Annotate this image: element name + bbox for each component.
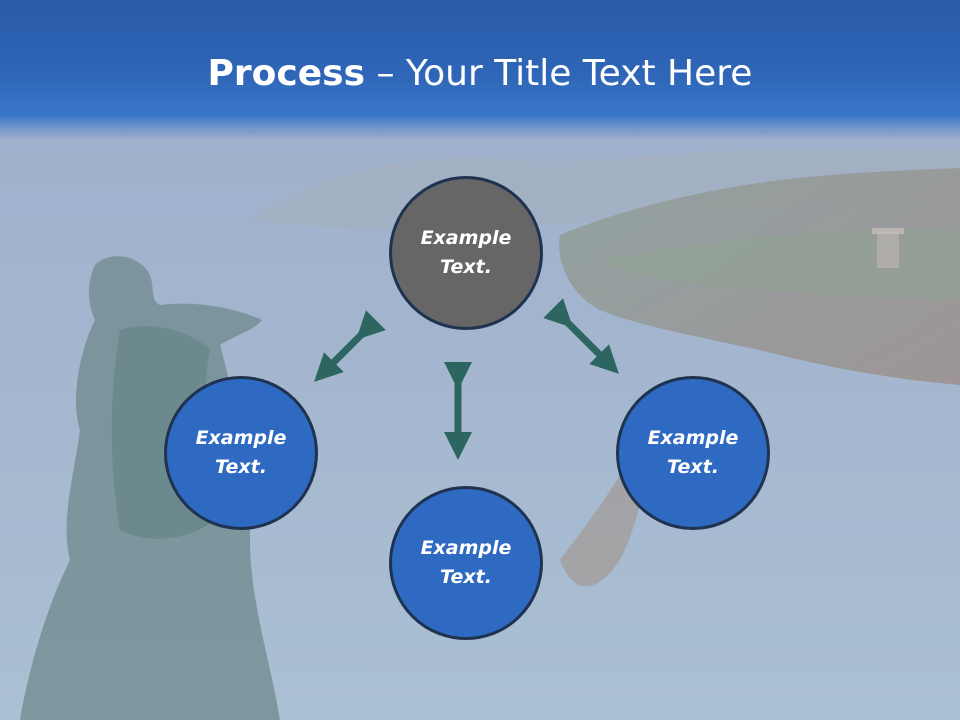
arrow-top-right	[543, 298, 619, 374]
process-node-left[interactable]: Example Text.	[164, 376, 318, 530]
slide-title: Process – Your Title Text Here	[0, 52, 960, 96]
arrow-top-left	[314, 310, 386, 382]
node-label: Example Text.	[420, 227, 512, 278]
title-bold-part: Process	[207, 53, 366, 94]
node-label: Example Text.	[420, 537, 512, 588]
process-node-right[interactable]: Example Text.	[616, 376, 770, 530]
title-banner	[0, 0, 960, 140]
node-label: Example Text.	[195, 427, 287, 478]
process-node-bottom[interactable]: Example Text.	[389, 486, 543, 640]
process-node-top[interactable]: Example Text.	[389, 176, 543, 330]
node-label: Example Text.	[647, 427, 739, 478]
title-rest-part: – Your Title Text Here	[365, 53, 753, 94]
